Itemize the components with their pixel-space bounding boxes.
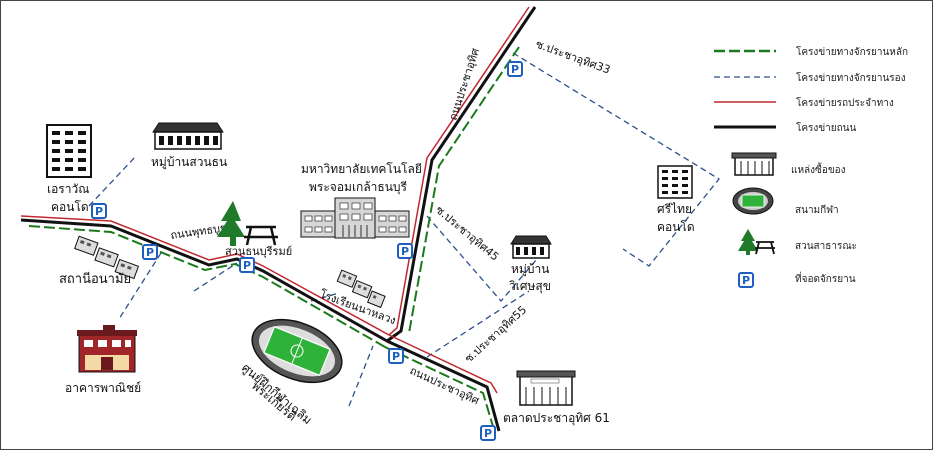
parking-icon[interactable]: P xyxy=(480,425,496,441)
main-bike-network xyxy=(28,46,520,434)
stadium-icon xyxy=(732,187,774,215)
parking-icon[interactable]: P xyxy=(388,348,404,364)
road-network xyxy=(20,6,537,432)
bus-prachauthit-north xyxy=(388,6,530,336)
svg-text:P: P xyxy=(392,350,400,363)
svg-text:P: P xyxy=(484,427,492,440)
main-bike-prachauthit-north xyxy=(408,46,520,334)
park-tree-icon xyxy=(217,201,245,246)
shopping-icon xyxy=(731,152,777,176)
road-puttabucha xyxy=(20,218,388,343)
bus-puttabucha xyxy=(20,215,390,336)
road-label-soi33: ซ.ประชาอุทิศ33 xyxy=(534,38,612,77)
svg-text:P: P xyxy=(243,259,251,272)
road-prachauthit-north xyxy=(386,6,537,343)
place-label-srithai-2: คอนโด xyxy=(657,220,695,234)
place-label-village-1: หมู่บ้าน xyxy=(511,262,549,277)
place-label-erawan-1: เอราวัณ xyxy=(47,182,89,196)
svg-text:P: P xyxy=(146,246,154,259)
place-label-kmutt-1: มหาวิทยาลัยเทคโนโลยี xyxy=(301,162,422,176)
park-tree-icon xyxy=(738,229,758,255)
road-prachauthit-south xyxy=(386,339,501,432)
picnic-table-icon xyxy=(755,241,775,255)
sub-bike-soi45 xyxy=(426,215,538,302)
parking-markers: P P P P P P P xyxy=(91,61,523,441)
village-house-icon xyxy=(152,122,224,150)
legend-shopping-label: แหล่งซื้อของ xyxy=(791,162,846,176)
village-house-icon xyxy=(510,235,552,259)
sub-bike-soi55 xyxy=(426,290,530,358)
place-label-park: สวนธนบุรีรมย์ xyxy=(225,245,292,258)
school-building-icon xyxy=(336,269,386,309)
legend: โครงข่ายทางจักรยานหลัก โครงข่ายทางจักรยา… xyxy=(714,45,908,288)
svg-text:P: P xyxy=(95,205,103,218)
sub-bike-health xyxy=(118,252,162,320)
svg-text:P: P xyxy=(742,274,750,287)
parking-icon[interactable]: P xyxy=(507,61,523,77)
legend-sub-bike-label: โครงข่ายทางจักรยานรอง xyxy=(796,71,906,84)
svg-text:P: P xyxy=(401,245,409,258)
condo-building-icon xyxy=(657,165,693,199)
stadium-icon xyxy=(251,318,343,384)
sub-bike-park xyxy=(193,262,238,292)
svg-text:P: P xyxy=(511,63,519,76)
legend-road-label: โครงข่ายถนน xyxy=(796,121,857,134)
place-label-market: ตลาดประชาอุทิศ 61 xyxy=(503,411,610,426)
parking-icon[interactable]: P xyxy=(239,257,255,273)
legend-bus-label: โครงข่ายรถประจำทาง xyxy=(796,96,894,109)
place-label-health-station: สถานีอนามัย xyxy=(59,271,131,287)
place-label-suanthon: หมู่บ้านสวนธน xyxy=(151,155,227,170)
parking-icon[interactable]: P xyxy=(91,203,107,219)
picnic-table-icon xyxy=(244,225,278,246)
health-station-icon xyxy=(74,235,140,280)
commercial-building-icon xyxy=(77,325,137,373)
legend-stadium-label: สนามกีฬา xyxy=(795,204,839,216)
place-label-srithai-1: ศรีไทย xyxy=(657,202,692,216)
parking-icon: P xyxy=(738,272,754,288)
bus-prachauthit-south xyxy=(388,334,498,394)
place-label-commercial: อาคารพาณิชย์ xyxy=(65,381,141,395)
place-label-kmutt-2: พระจอมเกล้าธนบุรี xyxy=(309,180,408,195)
parking-icon[interactable]: P xyxy=(397,243,413,259)
main-bike-puttabucha xyxy=(28,225,386,348)
condo-building-icon xyxy=(46,124,92,178)
legend-main-bike-label: โครงข่ายทางจักรยานหลัก xyxy=(796,45,908,58)
road-label-prachauthit-south: ถนนประชาอุทิศ xyxy=(408,364,481,407)
sub-bike-sport xyxy=(348,345,374,407)
sub-bike-erawan xyxy=(88,155,137,207)
sub-bike-soi33 xyxy=(512,52,720,267)
road-label-soi45: ซ.ประชาอุทิศ45 xyxy=(433,203,501,263)
place-label-erawan-2: คอนโด xyxy=(51,200,89,214)
legend-park-label: สวนสาธารณะ xyxy=(795,241,857,252)
bus-network xyxy=(20,6,530,394)
parking-icon[interactable]: P xyxy=(142,244,158,260)
legend-parking-label: ที่จอดจักรยาน xyxy=(795,271,856,285)
market-building-icon xyxy=(516,370,576,406)
university-building-icon xyxy=(300,197,410,239)
place-label-village-2: วิเศษสุข xyxy=(509,279,551,294)
main-bike-prachauthit-south xyxy=(384,346,496,434)
